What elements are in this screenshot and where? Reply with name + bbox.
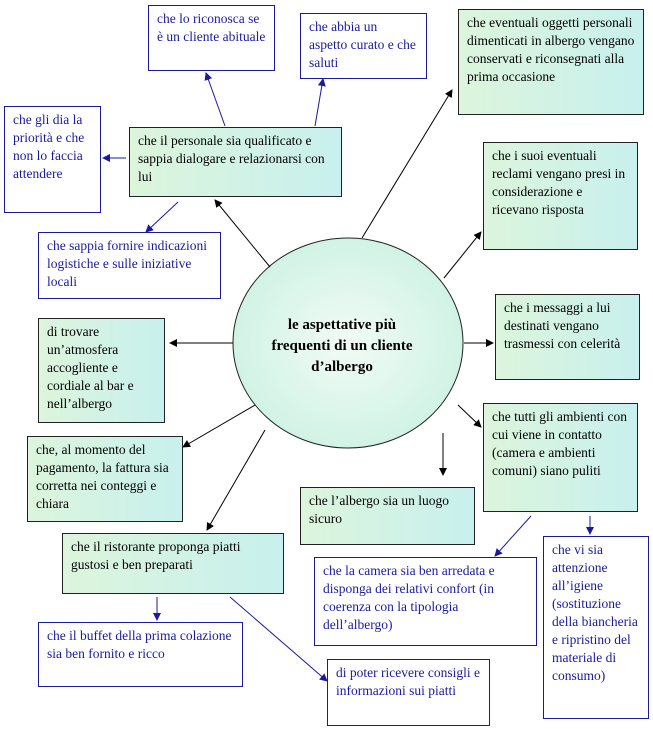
box-buffet: che il buffet della prima colazione sia … (38, 622, 243, 687)
arrow-to-consigli (229, 596, 328, 682)
box-atmosfera: di trovare un’atmosfera accogliente e co… (38, 318, 165, 423)
secondary-arrows (102, 72, 594, 682)
arrow-to-riconosca (204, 72, 226, 127)
box-reclami: che i suoi eventuali reclami vengano pre… (483, 142, 638, 250)
box-ristorante: che il ristorante proponga piatti gustos… (62, 533, 284, 594)
arrow-to-ambienti (457, 404, 482, 428)
box-messaggi: che i messaggi a lui destinati vengano t… (495, 294, 640, 380)
box-priorita: che gli dia la priorità e che non lo fac… (4, 106, 101, 213)
box-personale: che il personale sia qualificato e sappi… (129, 127, 342, 197)
arrow-to-logistiche (145, 201, 179, 233)
box-camera: che la camera sia ben arredata e dispong… (314, 557, 537, 646)
box-fattura: che, al momento del pagamento, la fattur… (27, 436, 183, 522)
box-consigli: di poter ricevere consigli e informazion… (327, 659, 490, 726)
arrow-to-reclami (443, 231, 482, 279)
box-oggetti: che eventuali oggetti personali dimentic… (458, 9, 644, 115)
arrow-to-ristorante (206, 429, 266, 531)
box-riconosca: che lo riconosca se è un cliente abitual… (148, 5, 275, 71)
box-aspetto: che abbia un aspetto curato e che saluti (300, 13, 427, 79)
center-title: le aspettative più frequenti di un clien… (271, 317, 413, 375)
arrow-to-oggetti (361, 89, 453, 239)
arrow-to-camera (494, 515, 532, 557)
box-igiene: che vi sia attenzione all’igiene (sostit… (543, 536, 649, 719)
primary-arrows (169, 89, 494, 531)
box-ambienti: che tutti gli ambienti con cui viene in … (483, 403, 638, 512)
arrow-to-aspetto (314, 78, 326, 127)
arrow-to-personale (214, 199, 271, 268)
box-sicuro: che l’albergo sia un luogo sicuro (300, 487, 475, 545)
box-logistiche: che sappia fornire indicazioni logistich… (38, 232, 221, 299)
arrow-to-fattura (182, 404, 256, 448)
